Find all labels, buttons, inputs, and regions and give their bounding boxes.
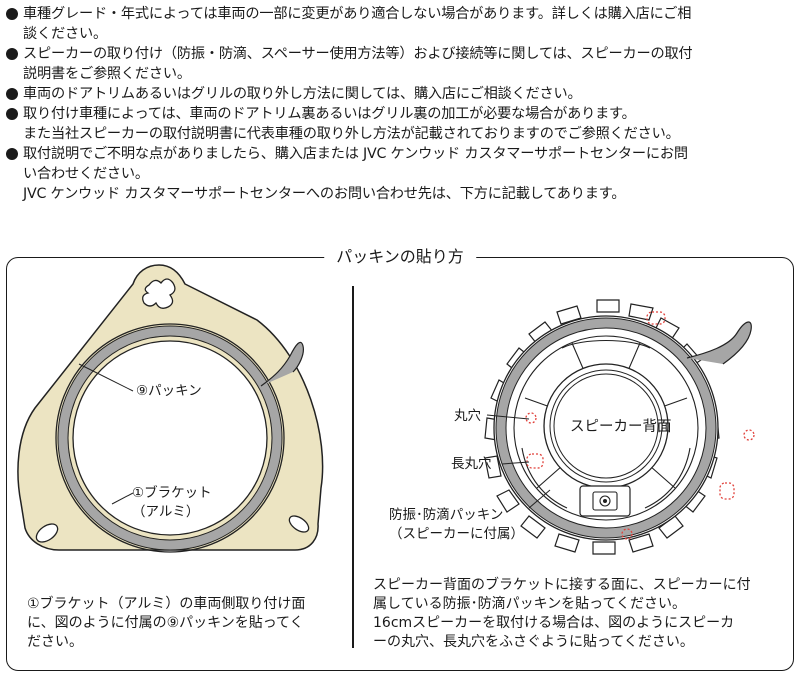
note-item: 車種グレード・年式によっては車両の一部に変更があり適合しない場合があります。詳し…: [6, 4, 796, 44]
mount-hole: [142, 278, 176, 309]
hole-markers: [525, 311, 755, 540]
bullet-icon: [6, 88, 18, 100]
left-caption: ①ブラケット（アルミ）の車両側取り付け面 に、図のように付属の⑨パッキンを貼って…: [27, 596, 306, 650]
note-item: 取り付け車種によっては、車両のドアトリム裏あるいはグリル裏の加工が必要な場合があ…: [6, 104, 796, 144]
speaker-back-label: スピーカー背面: [570, 419, 672, 435]
note-item: スピーカーの取り付け（防振・防滴、スペーサー使用方法等）および接続等に関しては、…: [6, 44, 796, 84]
note-item: 取付説明でご不明な点がありましたら、購入店または JVC ケンウッド カスタマー…: [6, 144, 796, 184]
right-caption: スピーカー背面のブラケットに接する面に、スピーカーに付 属している防振･防滴パッ…: [373, 577, 751, 650]
packing-label: ⑨パッキン: [136, 383, 202, 399]
note-item: 車両のドアトリムあるいはグリルの取り外し方法に関しては、購入店にご相談ください。: [6, 84, 796, 104]
section-title: パッキンの貼り方: [324, 246, 476, 268]
bracket-illustration: [17, 264, 324, 553]
round-hole-label: 丸穴: [454, 408, 481, 424]
mount-hole: [288, 515, 310, 533]
bullet-icon: [6, 48, 18, 60]
speaker-illustration: [484, 299, 755, 555]
damping-packing-sublabel: （スピーカーに付属）: [389, 526, 524, 542]
divider: [352, 286, 354, 648]
bullet-icon: [6, 8, 18, 20]
bullet-icon: [6, 108, 18, 120]
packing-end: [260, 341, 304, 387]
bracket-material-label: （アルミ）: [132, 504, 200, 520]
packing-instructions-box: パッキンの貼り方 ⑨パッキン ①ブラケット （アルミ） ①ブラケット（アルミ）の…: [6, 246, 794, 671]
packing-ring: [58, 326, 282, 550]
long-hole-label: 長丸穴: [451, 456, 492, 472]
mount-hole: [35, 523, 59, 543]
damping-packing-label: 防振･防滴パッキン: [389, 507, 504, 523]
bracket-opening: [72, 340, 268, 536]
notes-list: 車種グレード・年式によっては車両の一部に変更があり適合しない場合があります。詳し…: [6, 4, 796, 204]
damping-packing-ring: [496, 318, 716, 538]
bracket-outer-ring: [55, 323, 285, 553]
bracket-label: ①ブラケット: [132, 485, 212, 501]
packing-end: [686, 321, 752, 365]
bullet-icon: [6, 148, 18, 160]
note-item: JVC ケンウッド カスタマーサポートセンターへのお問い合わせ先は、下方に記載し…: [23, 186, 626, 202]
